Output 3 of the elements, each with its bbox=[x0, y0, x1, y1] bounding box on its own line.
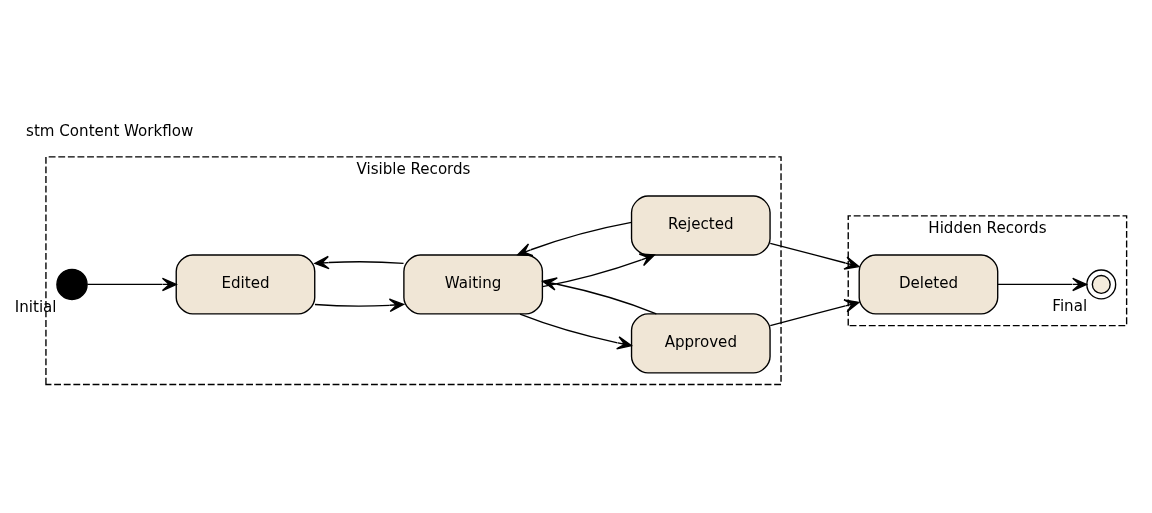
diagram-title: stm Content Workflow bbox=[26, 121, 194, 140]
node-label: Final bbox=[1052, 296, 1088, 315]
node-label: Initial bbox=[14, 297, 57, 316]
